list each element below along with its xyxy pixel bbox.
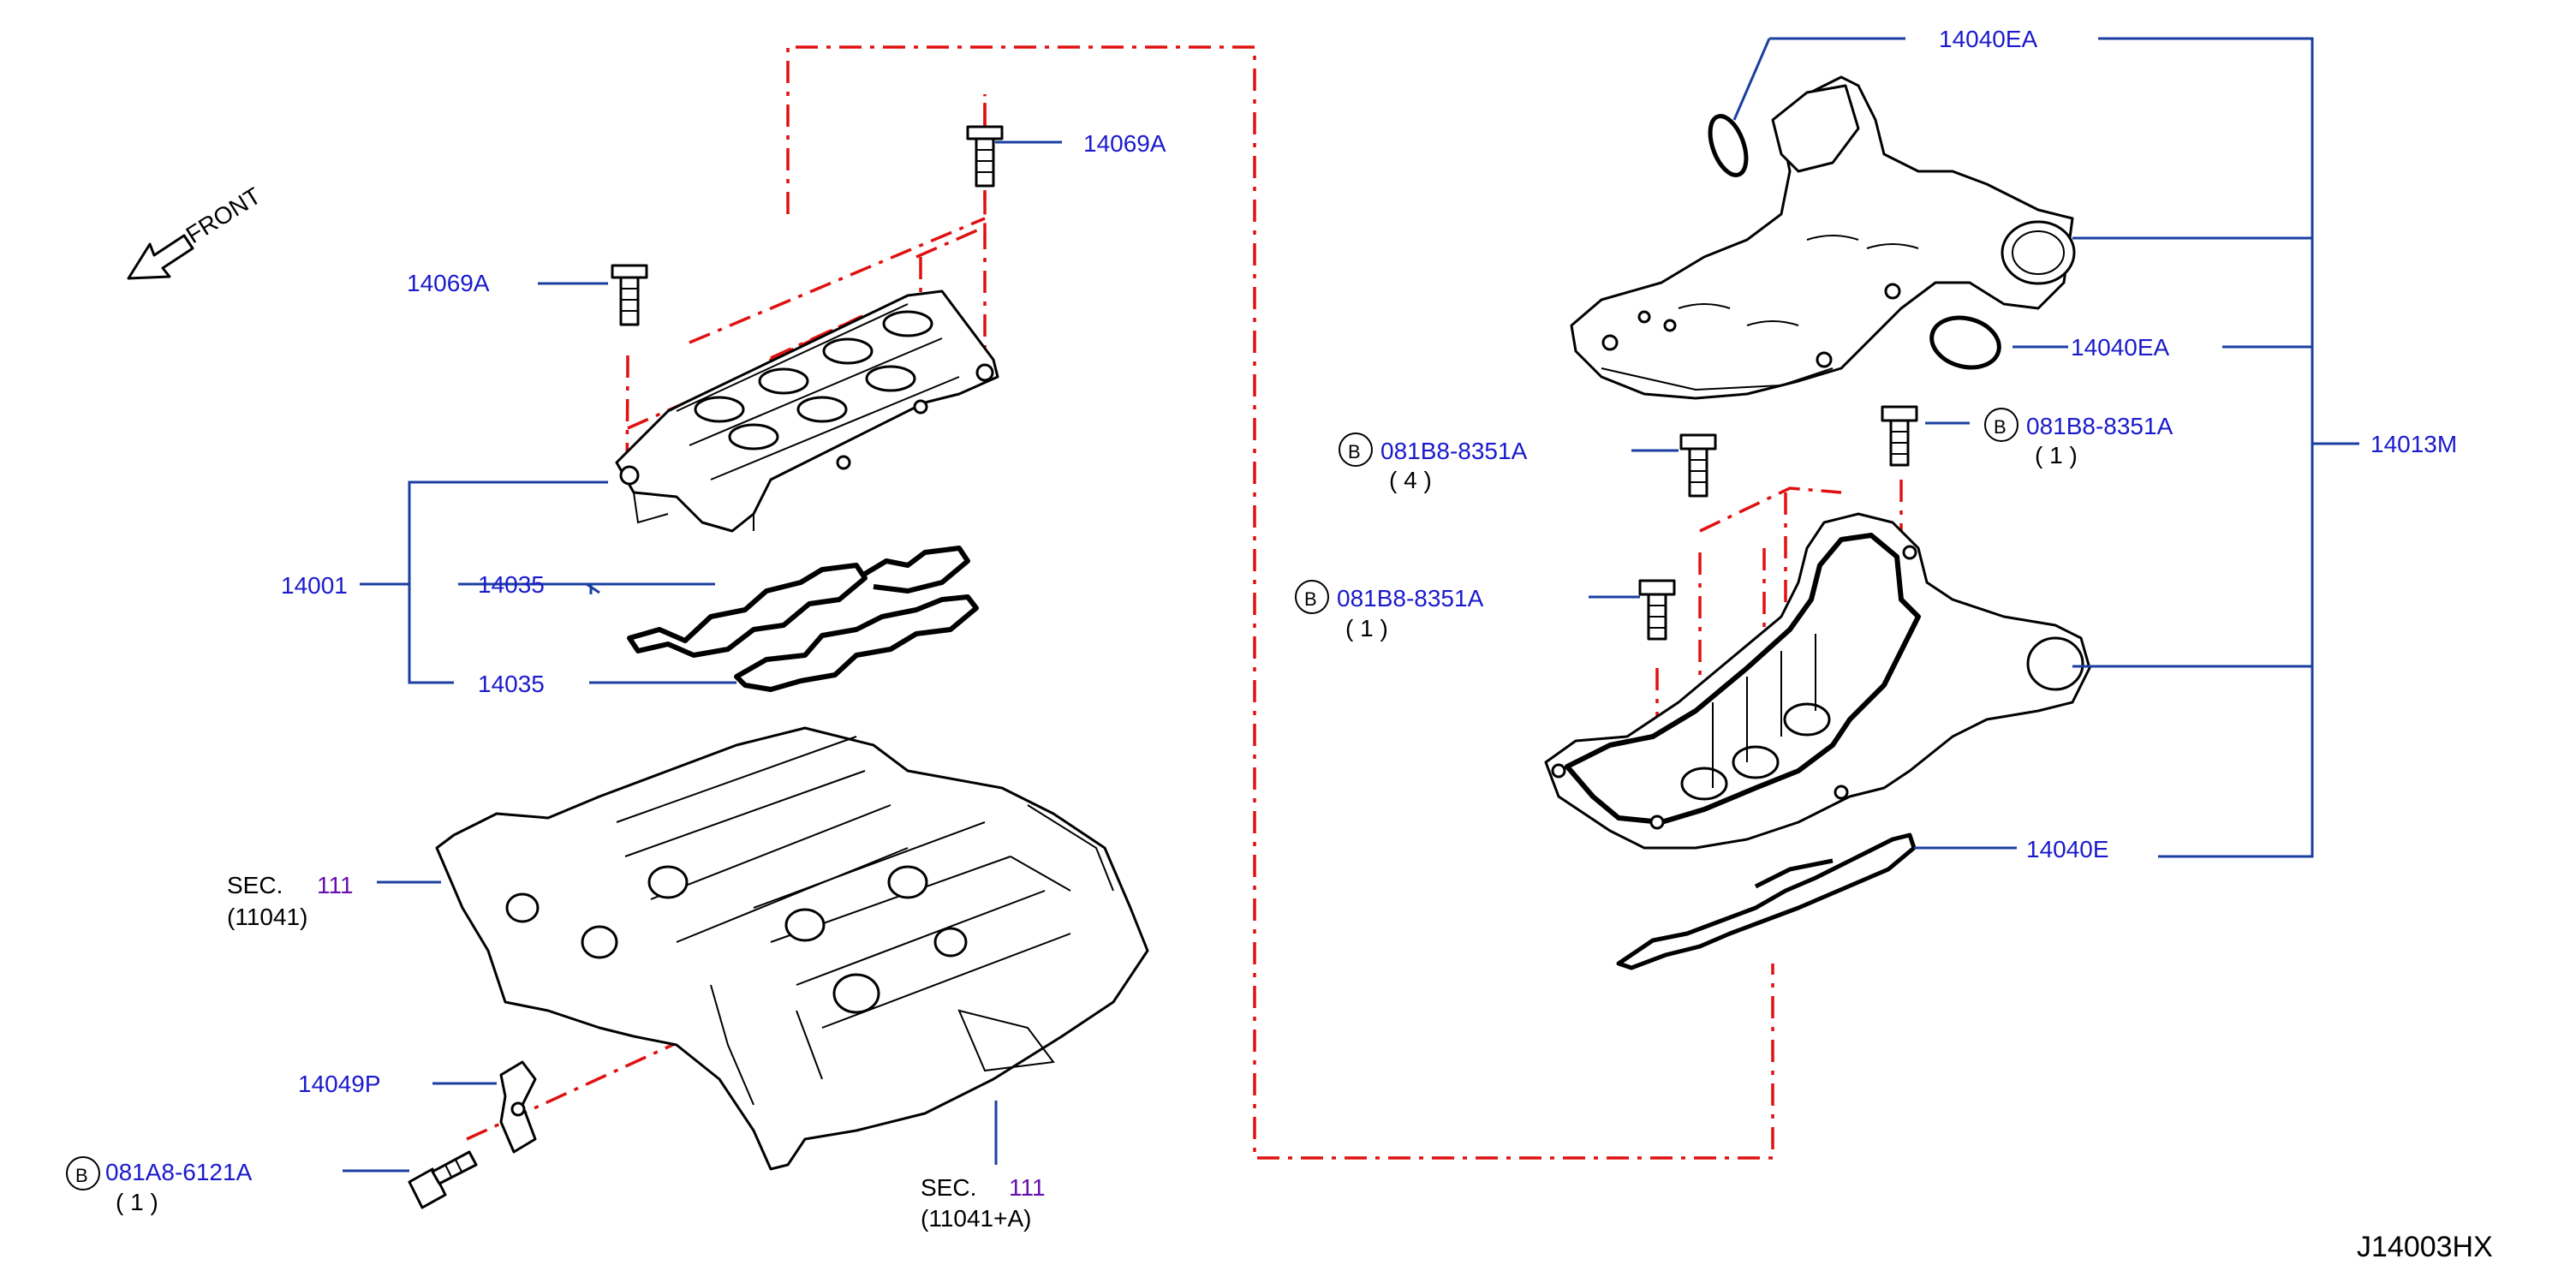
label-081b8-8351a-c: 081B8-8351A	[1337, 585, 1484, 612]
bracket-14049p	[499, 1060, 537, 1154]
b-circle-3	[1295, 580, 1329, 614]
sec-number-2: 111	[1009, 1174, 1046, 1201]
sec-prefix-1: SEC.	[227, 872, 283, 898]
gasket-14040e	[1616, 832, 1917, 970]
sec-code-1: (11041)	[227, 904, 307, 930]
label-081a8-6121a: 081A8-6121A	[105, 1159, 253, 1185]
label-081b8-8351a-a: 081B8-8351A	[1380, 438, 1528, 464]
label-14069a-top: 14069A	[1083, 130, 1166, 157]
intake-manifold-14001	[615, 289, 999, 533]
gasket-14035-upper	[627, 546, 970, 658]
b-circle-4	[66, 1156, 100, 1190]
bolt-081a8-6121a	[408, 1150, 478, 1209]
qty-081b8-8351a-c: ( 1 )	[1345, 615, 1388, 641]
label-14040ea-mid: 14040EA	[2071, 334, 2170, 361]
seal-14040ea-mid	[1929, 315, 2001, 370]
qty-081a8-6121a: ( 1 )	[116, 1189, 158, 1215]
sec-prefix-2: SEC.	[921, 1174, 976, 1201]
sec-code-2: (11041+A)	[921, 1205, 1031, 1232]
label-14013m: 14013M	[2370, 431, 2457, 457]
bolt-081b8-8351a-a	[1679, 433, 1717, 498]
qty-081b8-8351a-a: ( 4 )	[1389, 467, 1432, 493]
sec-number-1: 111	[317, 872, 354, 898]
bolt-14069a-left	[611, 264, 648, 326]
label-14001: 14001	[281, 572, 348, 599]
b-mark-1: B	[1348, 441, 1361, 462]
front-arrow: FRONT	[127, 182, 265, 280]
label-14069a-left: 14069A	[407, 270, 490, 296]
label-14035-upper: 14035	[478, 571, 545, 598]
b-circle-2	[1984, 408, 2018, 442]
b-mark-3: B	[1304, 588, 1317, 610]
diagram-reference: J14003HX	[2357, 1231, 2493, 1263]
bolt-081b8-8351a-c	[1638, 579, 1676, 641]
engine-cylinder-heads	[435, 726, 1149, 1171]
label-14040e: 14040E	[2026, 836, 2109, 862]
part-labels: 14069A 14069A 14001 14035 14035 14040EA …	[66, 26, 2493, 1263]
bolt-14069a-top	[966, 125, 1004, 188]
leader-lines	[343, 37, 2359, 1173]
intake-collector	[1544, 512, 2091, 850]
b-mark-2: B	[1994, 416, 2007, 438]
label-14035-lower: 14035	[478, 671, 545, 697]
qty-081b8-8351a-b: ( 1 )	[2035, 442, 2078, 468]
b-circle-1	[1339, 433, 1373, 467]
label-14040ea-top: 14040EA	[1939, 26, 2038, 52]
gasket-14035-lower	[734, 594, 979, 692]
label-14049p: 14049P	[298, 1071, 381, 1097]
seal-14040ea-top	[1708, 114, 1749, 177]
intake-cover-assembly	[1570, 75, 2076, 400]
front-label: FRONT	[182, 182, 265, 248]
b-mark-4: B	[75, 1165, 88, 1186]
bolt-081b8-8351a-b	[1881, 405, 1918, 467]
label-081b8-8351a-b: 081B8-8351A	[2026, 413, 2174, 439]
